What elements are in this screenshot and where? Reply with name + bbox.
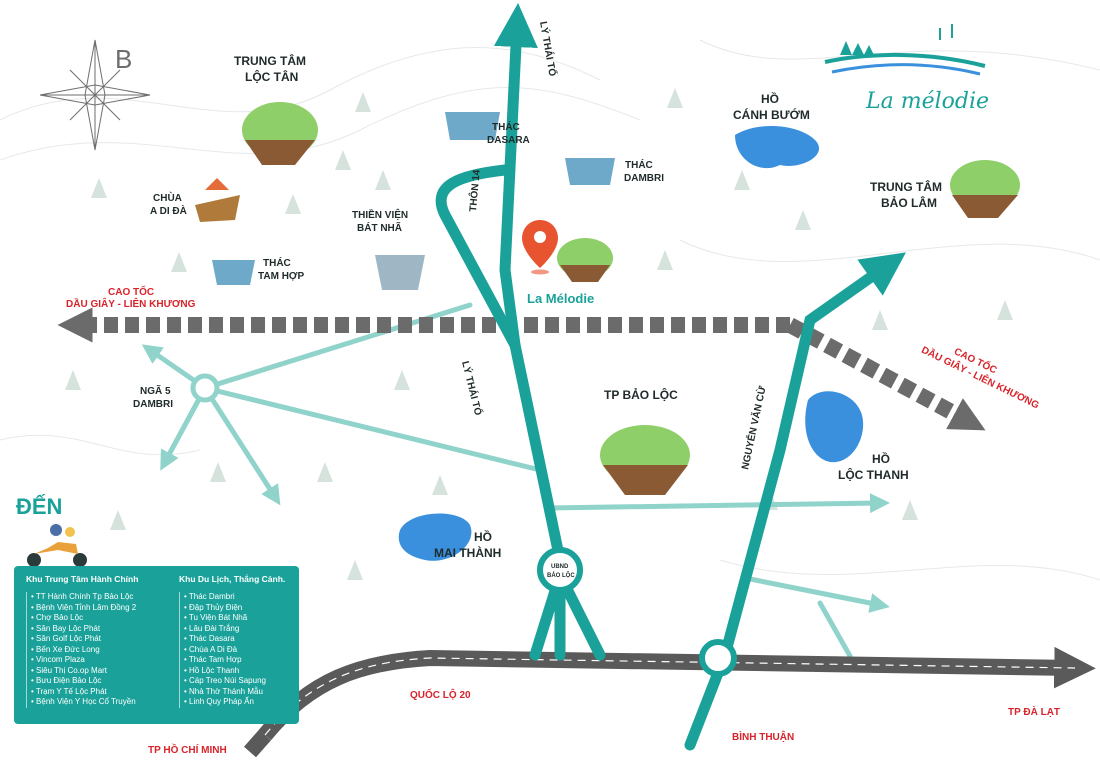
legend-tourism-item: Thác Tam Hợp [184, 655, 294, 666]
ubnd-roundabout [537, 547, 583, 593]
label-ubnd-1: UBND [551, 564, 569, 570]
label-trung-tam-loc-tan-2: LỘC TÂN [245, 69, 298, 84]
legend-tourism-column: Khu Du Lịch, Thắng Cảnh. Thác Dambri Đập… [179, 574, 294, 708]
legend-title: ĐẾN [16, 494, 63, 519]
label-chua-1: CHÙA [153, 191, 182, 204]
lake-shapes [398, 125, 864, 561]
legend-tourism-heading: Khu Du Lịch, Thắng Cảnh. [179, 574, 286, 584]
label-ho-loc-thanh-2: LỘC THANH [838, 467, 909, 482]
highway-label-left-2: DẦU GIÂY - LIÊN KHƯƠNG [66, 297, 196, 310]
compass-icon [39, 39, 151, 151]
legend-admin-item: Bệnh Viện Y Học Cổ Truyền [31, 697, 166, 708]
label-thien-vien-2: BÁT NHÃ [357, 221, 402, 234]
road-label-nguyen-van-cu: NGUYỄN VĂN CỪ [738, 384, 769, 471]
legend-admin-item: Bệnh Viện Tỉnh Lâm Đồng 2 [31, 603, 166, 614]
island-icons [195, 102, 1020, 495]
legend-tourism-item: Đập Thủy Điện [184, 603, 294, 614]
destination-tp-ho-chi-minh: TP HỒ CHÍ MINH [148, 743, 227, 756]
label-tp-bao-loc: TP BẢO LỘC [604, 387, 678, 402]
label-thien-vien-1: THIỀN VIỆN [352, 208, 408, 221]
island-loc-tan [242, 102, 318, 165]
label-trung-tam-bao-lam-2: BẢO LÂM [881, 195, 937, 210]
label-thac-dambri-1: THÁC [625, 158, 653, 171]
scooter-icon [27, 524, 87, 567]
label-ubnd-2: BẢO LỘC [547, 571, 575, 579]
legend-admin-item: Bưu Điện Bảo Lộc [31, 676, 166, 687]
label-thac-tam-hop-2: TAM HỢP [258, 271, 304, 282]
legend-admin-item: Siêu Thị Co.op Mart [31, 666, 166, 677]
waterfall-icons [212, 112, 615, 290]
location-pin-icon [522, 220, 558, 275]
highway-label-left-1: CAO TỐC [108, 284, 154, 298]
island-la-melodie [557, 238, 613, 282]
label-ho-canh-buom-1: HỒ [761, 91, 779, 106]
brand-logo: La mélodie [824, 24, 989, 114]
label-trung-tam-loc-tan-1: TRUNG TÂM [234, 53, 306, 68]
legend-admin-item: Chợ Bảo Lộc [31, 613, 166, 624]
legend-admin-item: TT Hành Chính Tp Bảo Lộc [31, 592, 166, 603]
main-roads-teal [435, 3, 906, 751]
legend-tourism-item: Linh Quy Pháp Ấn [184, 697, 294, 708]
legend-tourism-item: Thác Dambri [184, 592, 294, 603]
island-bao-lam [950, 160, 1020, 218]
destination-binh-thuan: BÌNH THUẬN [732, 730, 794, 743]
legend-admin-item: Sân Golf Lộc Phát [31, 634, 166, 645]
road-label-thon-14: THÔN 14 [466, 169, 483, 213]
label-thac-dasara-2: DASARA [487, 135, 530, 146]
label-thac-dasara-1: THÁC [492, 120, 520, 133]
project-label: La Mélodie [527, 291, 594, 306]
legend-admin-item: Trạm Y Tế Lộc Phát [31, 687, 166, 698]
label-nga5-1: NGÃ 5 [140, 384, 171, 397]
legend-tourism-item: Chùa A Di Đà [184, 645, 294, 656]
label-thac-dambri-2: DAMBRI [624, 173, 664, 184]
legend-tourism-item: Nhà Thờ Thánh Mẫu [184, 687, 294, 698]
label-chua-2: A DI ĐÀ [150, 204, 187, 217]
compass-north-label: B [115, 44, 132, 74]
label-trung-tam-bao-lam-1: TRUNG TÂM [870, 179, 942, 194]
label-ho-canh-buom-2: CÁNH BƯỚM [733, 107, 810, 122]
island-bao-loc [600, 425, 690, 495]
brand-name: La mélodie [865, 89, 989, 114]
legend-tourism-item: Thác Dasara [184, 634, 294, 645]
quoc-lo-20-road [244, 646, 1096, 758]
highway-label-right-2: DẦU GIÂY - LIÊN KHƯƠNG [919, 343, 1041, 412]
legend-tourism-item: Lâu Đài Trắng [184, 624, 294, 635]
nga5-roundabout [190, 373, 220, 403]
legend-admin-column: Khu Trung Tâm Hành Chính TT Hành Chính T… [26, 574, 166, 708]
expressway-dashed [57, 307, 986, 431]
legend-admin-item: Vincom Plaza [31, 655, 166, 666]
legend-admin-heading: Khu Trung Tâm Hành Chính [26, 574, 139, 584]
road-label-ly-thai-to-mid: LÝ THÁI TỔ [459, 360, 485, 417]
label-nga5-2: DAMBRI [133, 399, 173, 410]
destination-tp-da-lat: TP ĐÀ LẠT [1008, 705, 1060, 718]
temple-a-di-da [195, 178, 240, 222]
legend-admin-item: Bến Xe Đức Long [31, 645, 166, 656]
tree-icons [65, 88, 1013, 580]
legend-admin-item: Sân Bay Lộc Phát [31, 624, 166, 635]
legend-tourism-list: Thác Dambri Đập Thủy Điện Tu Viện Bát Nh… [179, 592, 294, 708]
secondary-roads [141, 302, 890, 659]
ql20-roundabout [699, 639, 737, 677]
label-ho-mai-thanh-1: HỒ [474, 529, 492, 544]
legend-tourism-item: Hồ Lộc Thanh [184, 666, 294, 677]
legend-admin-list: TT Hành Chính Tp Bảo Lộc Bệnh Viện Tỉnh … [26, 592, 166, 708]
label-thac-tam-hop-1: THÁC [263, 256, 291, 269]
label-ho-loc-thanh-1: HỒ [872, 451, 890, 466]
road-label-ly-thai-to-top: LÝ THÁI TỔ [537, 20, 559, 77]
legend-box: Khu Trung Tâm Hành Chính TT Hành Chính T… [14, 566, 299, 724]
label-ho-mai-thanh-2: MAI THÀNH [434, 545, 501, 560]
road-label-quoc-lo-20: QUỐC LỘ 20 [410, 687, 471, 701]
legend-tourism-item: Tu Viện Bát Nhã [184, 613, 294, 624]
legend-tourism-item: Cáp Treo Núi Sapung [184, 676, 294, 687]
